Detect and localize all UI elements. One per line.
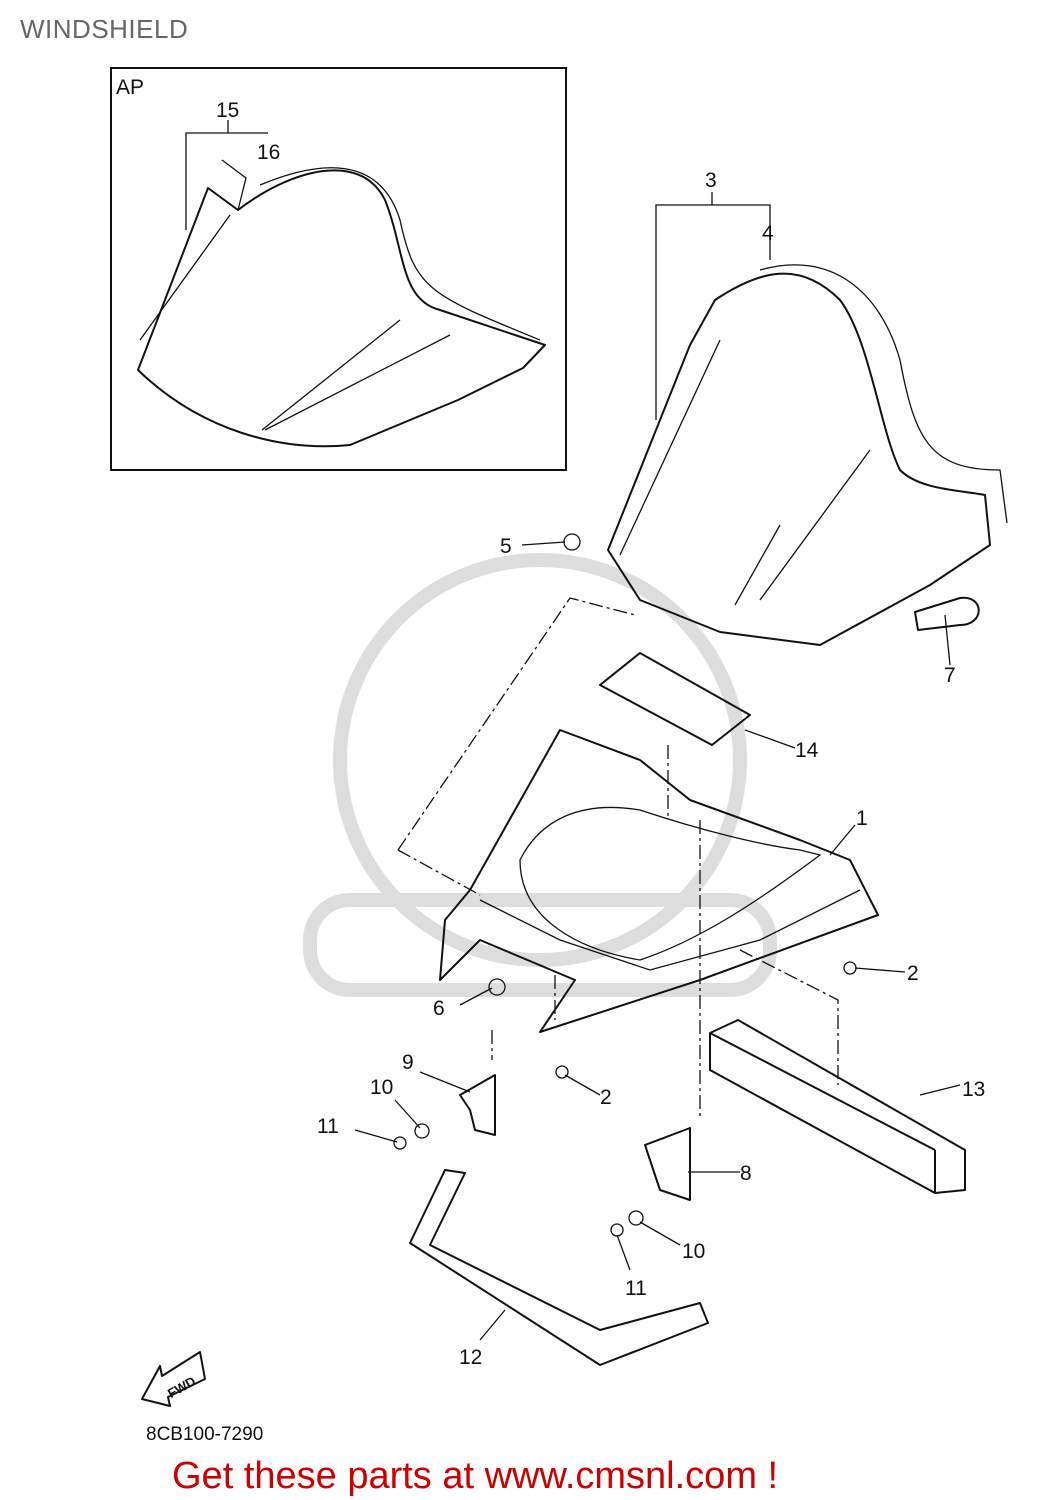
part-windshield <box>607 192 1008 646</box>
leader-lines <box>354 541 961 1341</box>
callout-7: 7 <box>944 664 956 687</box>
callout-3: 3 <box>705 169 717 192</box>
diagram-code: 8CB100-7290 <box>146 1424 264 1445</box>
callout-2: 2 <box>907 962 919 985</box>
callout-11: 11 <box>317 1115 339 1138</box>
page-title: WINDSHIELD <box>20 14 189 44</box>
part-pad <box>599 652 751 746</box>
callout-13: 13 <box>962 1078 985 1101</box>
inset-ap: AP <box>110 67 567 471</box>
part-bracket-8 <box>644 1127 691 1201</box>
callout-9: 9 <box>402 1051 414 1074</box>
callout-6: 6 <box>433 997 445 1020</box>
callout-1: 1 <box>856 807 868 830</box>
callout-5: 5 <box>500 535 512 558</box>
fwd-label: FWD <box>165 1373 198 1401</box>
callout-16: 16 <box>257 141 280 164</box>
callouts: 1 2 2 3 4 5 6 7 8 9 10 10 11 11 12 13 14… <box>216 99 985 1369</box>
part-foam-block <box>709 1019 966 1194</box>
part-cowl <box>397 597 879 1120</box>
watermark-logo <box>303 553 777 997</box>
callout-12: 12 <box>459 1346 482 1369</box>
part-trim <box>409 1169 709 1366</box>
callout-10: 10 <box>370 1076 393 1099</box>
callout-11: 11 <box>625 1277 647 1300</box>
callout-4: 4 <box>762 222 774 245</box>
callout-10: 10 <box>682 1240 705 1263</box>
callout-14: 14 <box>795 739 819 762</box>
promo-link[interactable]: Get these parts at www.cmsnl.com ! <box>172 1455 779 1497</box>
part-bracket-9 <box>459 1074 496 1136</box>
callout-8: 8 <box>740 1162 752 1185</box>
callout-15: 15 <box>216 99 239 122</box>
callout-2: 2 <box>600 1086 612 1109</box>
inset-label: AP <box>116 76 144 99</box>
fwd-arrow-icon: FWD <box>141 1351 206 1407</box>
